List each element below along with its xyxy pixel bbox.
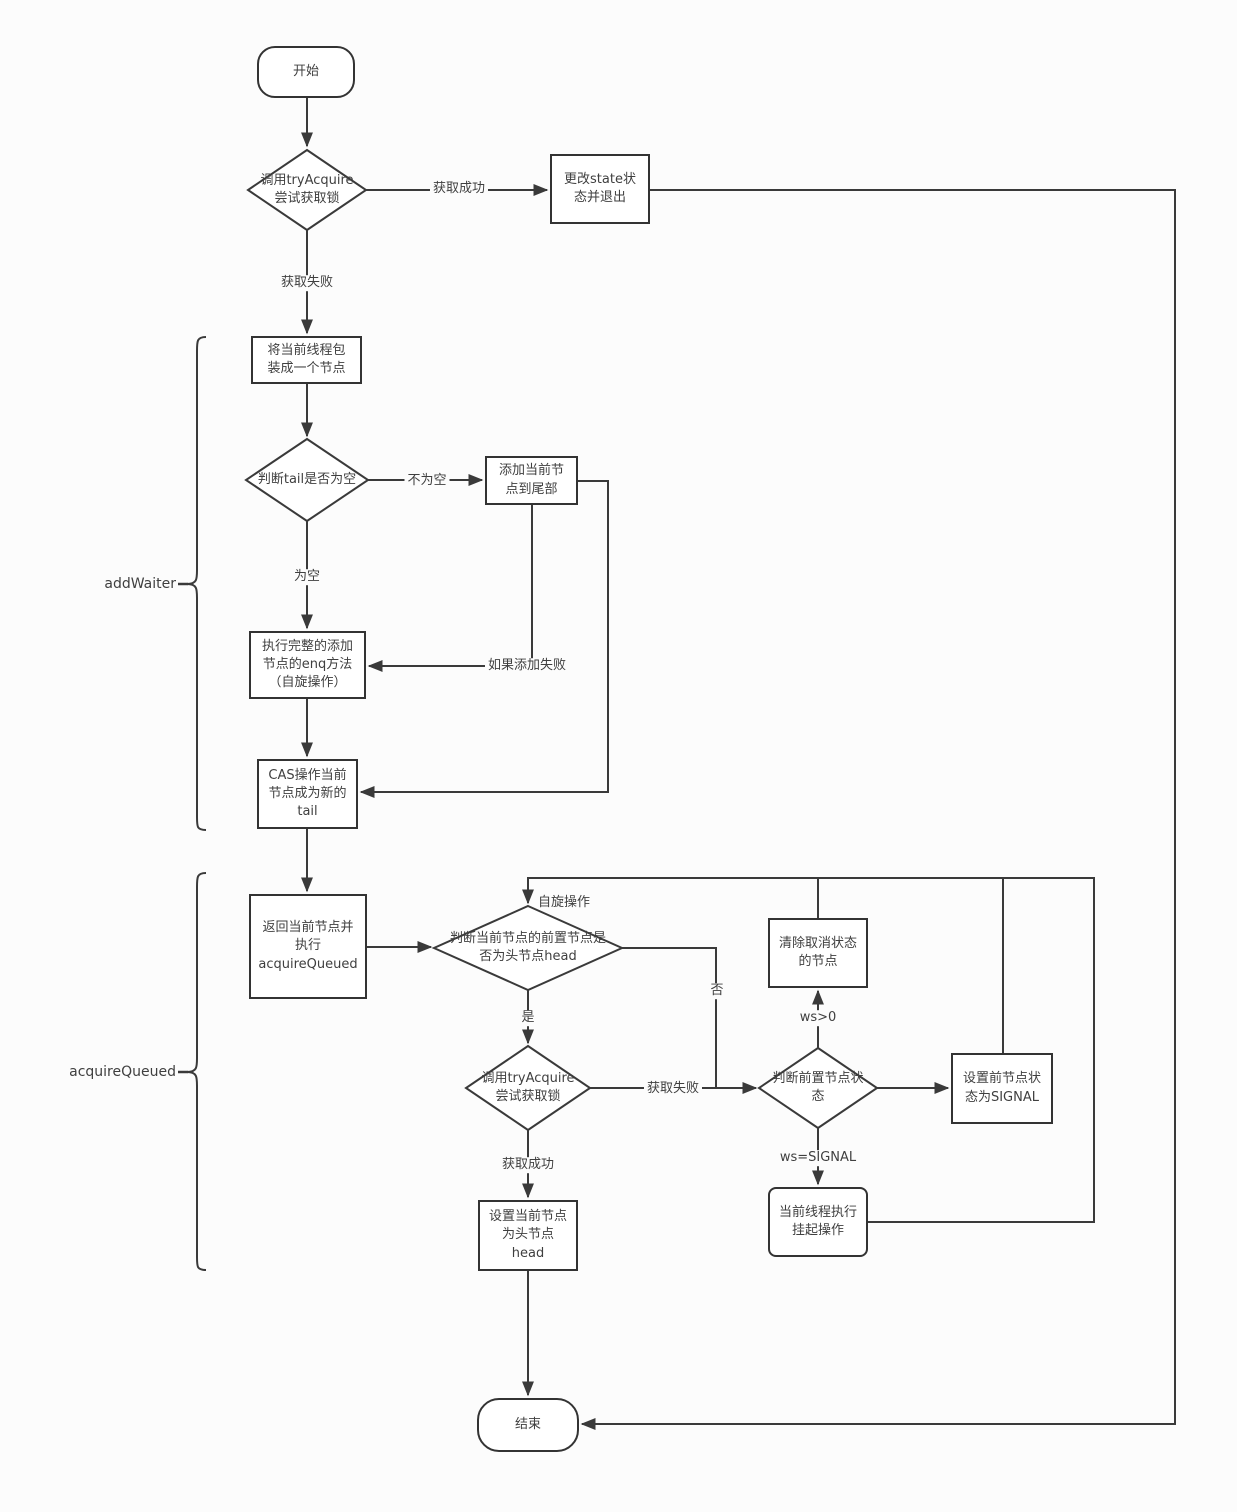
try-acquire-2-label: 调用tryAcquire 尝试获取锁 [481, 1070, 575, 1104]
edge-label-tail-empty: 为空 [290, 569, 324, 585]
set-head-node: 设置当前节点 为头节点 head [478, 1200, 578, 1271]
edge-label-no: 否 [707, 983, 727, 999]
wrap-node-node: 将当前线程包 装成一个节点 [251, 336, 362, 384]
diamond-pred-head-check [431, 904, 625, 992]
diamond-pred-status-check [757, 1046, 879, 1130]
edge-changestate-to-end [580, 189, 1176, 1430]
edge-addtail-fail-to-enq [367, 505, 533, 672]
add-waiter-brace [186, 336, 207, 831]
edge-label-if-add-fail: 如果添加失败 [484, 658, 570, 674]
diamond-tail-check [244, 437, 370, 523]
diamond-try-acquire-2 [464, 1044, 592, 1132]
start-node: 开始 [257, 46, 355, 98]
acquire-queued-bracket-label: acquireQueued [69, 1064, 176, 1080]
try-acquire-label: 调用tryAcquire 尝试获取锁 [260, 172, 354, 206]
pred-head-check-label: 判断当前节点的前置节点是 否为头节点head [449, 930, 606, 964]
return-node-node: 返回当前节点并 执行 acquireQueued [249, 894, 367, 999]
edge-label-tail-not-empty: 不为空 [404, 473, 450, 489]
edge-label-ws-signal: ws=SIGNAL [776, 1150, 860, 1166]
acquire-queued-brace [186, 872, 207, 1271]
edge-label-ws-gt0: ws>0 [796, 1010, 840, 1026]
edge-spin-loop [522, 877, 1095, 1223]
tail-check-label: 判断tail是否为空 [257, 471, 357, 487]
pred-status-check-label: 判断前置节点状 态 [772, 1070, 864, 1104]
edge-label-acquire-fail-2: 获取失败 [643, 1081, 703, 1097]
end-node: 结束 [477, 1398, 579, 1452]
set-signal-node: 设置前节点状 态为SIGNAL [951, 1053, 1053, 1124]
edge-label-acquire-success-1: 获取成功 [429, 181, 489, 197]
diamond-try-acquire [246, 148, 368, 232]
edge-label-acquire-success-2: 获取成功 [498, 1157, 558, 1173]
add-waiter-bracket-label: addWaiter [104, 576, 176, 592]
change-state-node: 更改state状 态并退出 [550, 154, 650, 224]
edge-label-acquire-fail-1: 获取失败 [277, 275, 337, 291]
cas-tail-node: CAS操作当前 节点成为新的 tail [257, 759, 358, 829]
edge-addtail-to-cas [359, 480, 609, 798]
add-tail-node: 添加当前节 点到尾部 [485, 456, 578, 505]
edge-predhead-no [622, 947, 717, 1088]
edge-label-yes: 是 [518, 1010, 538, 1026]
edge-label-spin: 自旋操作 [537, 895, 591, 911]
enq-node: 执行完整的添加 节点的enq方法 （自旋操作） [249, 631, 366, 699]
park-node: 当前线程执行 挂起操作 [768, 1187, 868, 1257]
clear-cancelled-node: 清除取消状态 的节点 [768, 918, 868, 988]
